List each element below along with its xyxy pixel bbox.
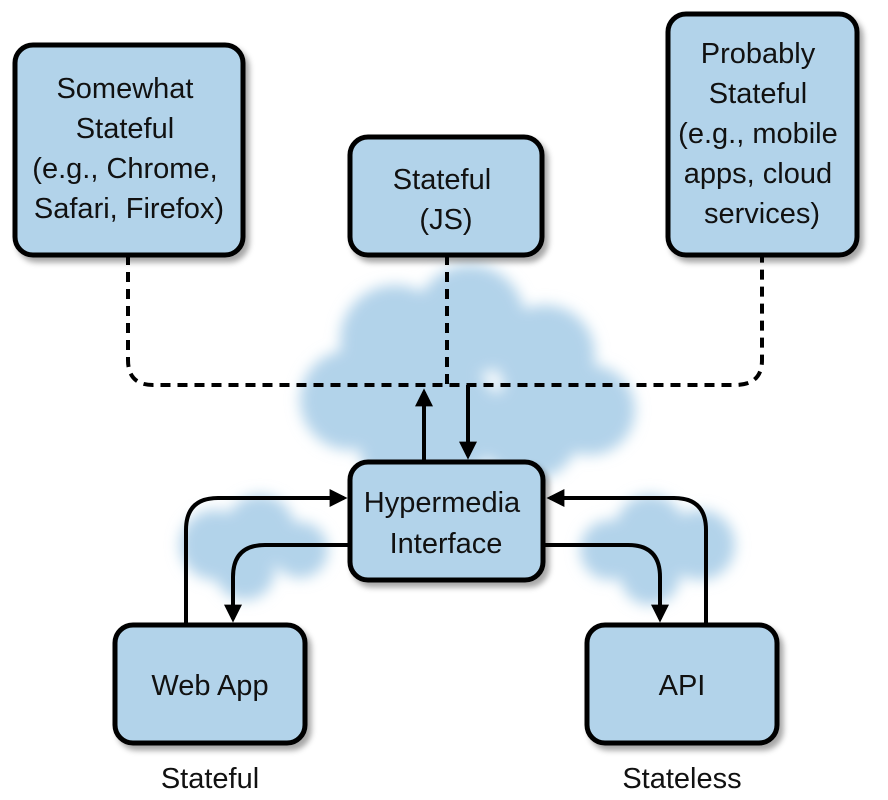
node-somewhat-stateful: Somewhat Stateful (e.g., Chrome, Safari,… <box>12 42 246 258</box>
svg-text:API: API <box>659 670 706 702</box>
node-text-line: Hypermedia <box>364 487 521 519</box>
svg-text:Hypermedia Interface: Hypermedia Interface <box>364 487 528 560</box>
node-text-line: Stateful <box>76 113 174 145</box>
node-text-line: services) <box>704 198 820 230</box>
svg-text:Probably Stateful: Probably Stateful (e.g., mobile apps, cl… <box>678 38 846 230</box>
node-text-line: Stateful <box>393 164 491 196</box>
node-text-line: Somewhat <box>56 73 193 105</box>
node-text-line: Safari, Firefox) <box>34 193 224 225</box>
svg-text:Stateful (JS): Stateful (JS) <box>393 164 499 236</box>
caption-api: Stateless <box>622 763 741 795</box>
arrow-webapp-to-hypermedia <box>184 489 348 625</box>
node-web-app: Web App <box>112 622 308 746</box>
node-text-line: (e.g., Chrome, <box>32 153 217 185</box>
node-probably-stateful: Probably Stateful (e.g., mobile apps, cl… <box>665 11 860 258</box>
node-text-line: Stateful <box>709 78 807 110</box>
node-text-line: (JS) <box>419 204 472 236</box>
arrow-api-to-hypermedia <box>546 489 708 625</box>
cloud-left <box>180 495 328 600</box>
node-text-line: Web App <box>151 670 268 702</box>
node-text-line: API <box>659 670 706 702</box>
svg-text:Web App: Web App <box>151 670 268 702</box>
node-hypermedia-interface: Hypermedia Interface <box>347 459 546 583</box>
cloud-right <box>580 495 735 605</box>
caption-web-app: Stateful <box>161 763 259 795</box>
svg-text:Somewhat Stateful: Somewhat Stateful (e.g., Chrome, Safari,… <box>32 73 225 225</box>
node-text-line: Probably <box>701 38 816 70</box>
node-api: API <box>584 622 780 746</box>
arrow-hypermedia-to-webapp <box>224 543 350 623</box>
node-stateful-js: Stateful (JS) <box>347 134 545 258</box>
node-text-line: Interface <box>390 528 503 560</box>
node-text-line: apps, cloud <box>684 158 832 190</box>
arrow-hypermedia-to-api <box>543 543 669 623</box>
cloud-center <box>300 265 635 490</box>
node-text-line: (e.g., mobile <box>678 118 838 150</box>
